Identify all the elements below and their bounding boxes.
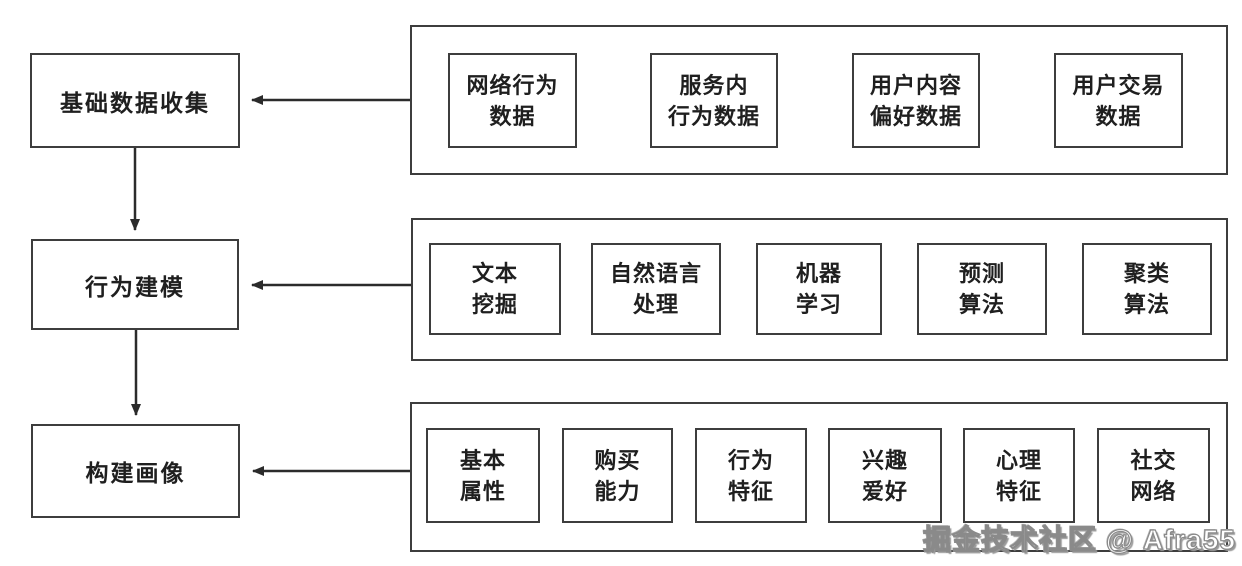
item-interests-hobbies: 兴趣 爱好: [828, 428, 942, 523]
item-purchasing-power: 购买 能力: [562, 428, 673, 523]
group-box-profile-dimensions: [410, 402, 1228, 552]
item-psychological-features: 心理 特征: [963, 428, 1075, 523]
stage-box-build-profile: 构建画像: [31, 424, 240, 518]
item-prediction-algorithm: 预测 算法: [917, 243, 1047, 335]
item-text-mining: 文本 挖掘: [429, 243, 561, 335]
stage-box-behavior-modeling: 行为建模: [31, 239, 239, 330]
stage-box-data-collection: 基础数据收集: [30, 53, 240, 148]
item-in-service-behavior-data: 服务内 行为数据: [650, 53, 778, 148]
item-user-content-preference-data: 用户内容 偏好数据: [852, 53, 980, 148]
item-user-transaction-data: 用户交易 数据: [1054, 53, 1183, 148]
item-nlp: 自然语言 处理: [591, 243, 721, 335]
item-basic-attributes: 基本 属性: [426, 428, 540, 523]
item-clustering-algorithm: 聚类 算法: [1082, 243, 1212, 335]
item-social-network: 社交 网络: [1097, 428, 1210, 523]
item-behavior-features: 行为 特征: [695, 428, 807, 523]
watermark-text: 掘金技术社区 @ Afra55: [922, 523, 1236, 555]
item-network-behavior-data: 网络行为 数据: [448, 53, 577, 148]
item-machine-learning: 机器 学习: [756, 243, 882, 335]
